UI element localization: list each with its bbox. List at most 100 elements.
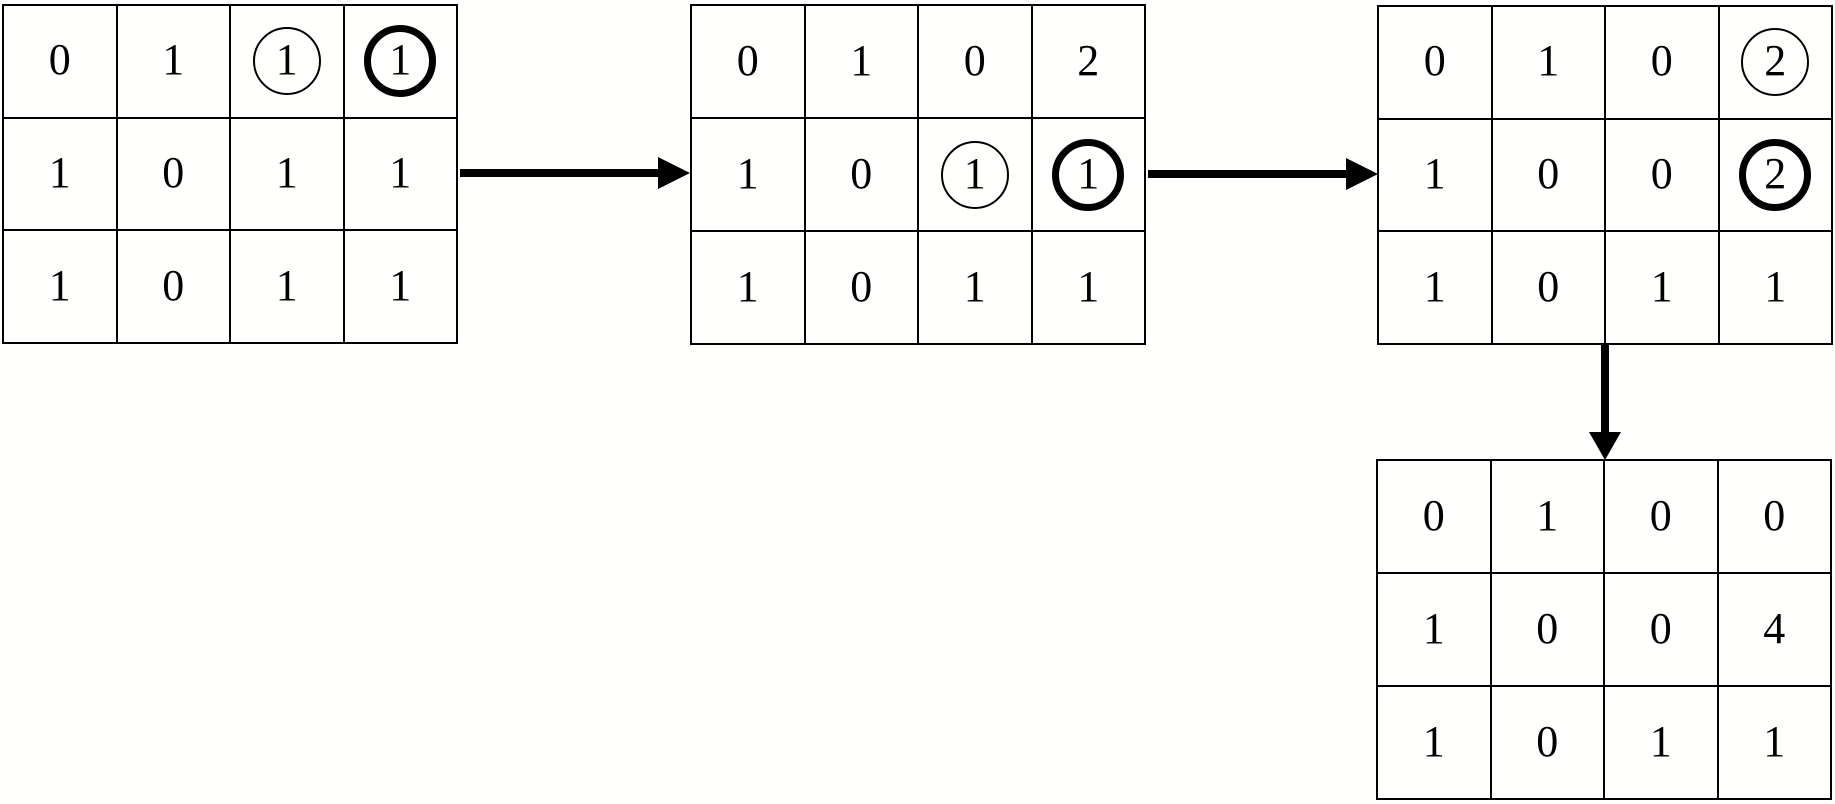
matrix-cell-value: 0 [1650,148,1673,198]
matrix-cell: 0 [1492,119,1606,233]
thin-circle-highlight-icon [252,27,321,96]
matrix-cell: 0 [117,118,231,232]
matrix-cell: 1 [805,6,919,119]
matrix-cell-value: 1 [275,35,298,85]
matrix-cell-value: 0 [162,147,185,197]
matrix-cell-value: 1 [1077,148,1100,198]
matrix-cell-value: 0 [1537,148,1560,198]
matrix-cell: 0 [1491,687,1605,800]
matrix-cell-value: 2 [1077,35,1100,85]
matrix-cell-value: 1 [275,147,298,197]
matrix-cell-value: 1 [1650,261,1673,311]
matrix-cell: 1 [1032,232,1146,345]
matrix-cell-value: 0 [1649,603,1672,653]
matrix-cell: 1 [919,232,1033,345]
matrix-cell: 0 [919,6,1033,119]
matrix-cell: 2 [1719,7,1833,120]
matrix-cell: 1 [344,118,458,232]
matrix-cell-value: 4 [1763,603,1786,653]
matrix-cell: 1 [344,6,458,119]
matrix-cell: 2 [1032,6,1146,119]
matrix-cell: 2 [1719,119,1833,233]
matrix-cell: 0 [1605,461,1719,574]
matrix-cell: 0 [4,6,118,119]
matrix-cell-value: 1 [963,148,986,198]
matrix-cell: 1 [692,232,806,345]
matrix-cell-value: 1 [275,260,298,310]
matrix-cell: 0 [1718,461,1832,574]
matrix-cell: 0 [692,6,806,119]
matrix-cell: 0 [805,119,919,232]
matrix-cell-value: 1 [1536,490,1559,540]
matrix-cell-value: 1 [1423,261,1446,311]
matrix-cell-value: 0 [1536,603,1559,653]
matrix-cell-value: 0 [736,35,759,85]
matrix-cell: 1 [1719,232,1833,345]
matrix-cell: 1 [231,118,345,232]
matrix-cell: 1 [344,231,458,344]
matrix-cell-value: 1 [963,261,986,311]
matrix-cell-value: 1 [736,261,759,311]
arrow-step1-to-step2 [458,152,692,194]
thin-circle-highlight-icon [1741,28,1810,97]
matrix-cell: 1 [1605,687,1719,800]
thick-circle-highlight-icon [364,25,437,98]
matrix-cell-value: 1 [1649,716,1672,766]
matrix-cell-value: 1 [1763,716,1786,766]
matrix-cell: 1 [4,118,118,232]
matrix-cell: 0 [1605,574,1719,687]
matrix-cell-value: 0 [1763,490,1786,540]
matrix-cell-value: 0 [162,260,185,310]
matrix-cell-value: 0 [1422,490,1445,540]
matrix-cell: 0 [1379,7,1493,120]
matrix-cell: 1 [1032,119,1146,232]
matrix-cell: 1 [692,119,806,232]
matrix-cell: 1 [117,6,231,119]
matrix-cell-value: 1 [1422,603,1445,653]
matrix-cell-value: 1 [48,147,71,197]
matrix-cell: 1 [1378,574,1492,687]
matrix-cell-value: 0 [850,148,873,198]
matrix-cell: 1 [231,6,345,119]
matrix-cell: 1 [1379,119,1493,233]
matrix-cell: 0 [117,231,231,344]
matrix-cell: 1 [919,119,1033,232]
matrix-cell-value: 1 [1422,716,1445,766]
matrix-cell: 0 [1492,232,1606,345]
matrix-cell: 1 [1718,687,1832,800]
matrix-cell-value: 0 [1423,36,1446,86]
matrix-cell: 1 [1492,7,1606,120]
matrix-cell-value: 2 [1764,148,1787,198]
matrix-cell: 4 [1718,574,1832,687]
matrix-cell: 1 [1379,232,1493,345]
arrow-step3-to-step4 [1584,344,1626,462]
matrix-cell-value: 0 [1537,261,1560,311]
arrow-step2-to-step3 [1146,153,1380,195]
matrix-cell-value: 0 [1649,490,1672,540]
matrix-cell-value: 0 [1650,36,1673,86]
matrix-cell-value: 1 [1077,261,1100,311]
matrix-cell: 0 [1606,119,1720,233]
thick-circle-highlight-icon [1739,138,1812,211]
matrix-cell-value: 1 [389,147,412,197]
matrix-cell: 0 [1378,461,1492,574]
matrix-cell-value: 1 [1537,36,1560,86]
matrix-cell-value: 1 [162,35,185,85]
matrix-cell: 1 [4,231,118,344]
matrix-cell: 1 [1378,687,1492,800]
matrix-cell: 1 [1606,232,1720,345]
matrix-cell-value: 0 [963,35,986,85]
thin-circle-highlight-icon [940,140,1009,209]
matrix-cell-value: 1 [1423,148,1446,198]
matrix-cell-value: 0 [48,35,71,85]
matrix-cell-value: 0 [850,261,873,311]
matrix-cell: 0 [1491,574,1605,687]
matrix-cell: 1 [1491,461,1605,574]
matrix-cell: 0 [1606,7,1720,120]
matrix-cell-value: 1 [48,260,71,310]
